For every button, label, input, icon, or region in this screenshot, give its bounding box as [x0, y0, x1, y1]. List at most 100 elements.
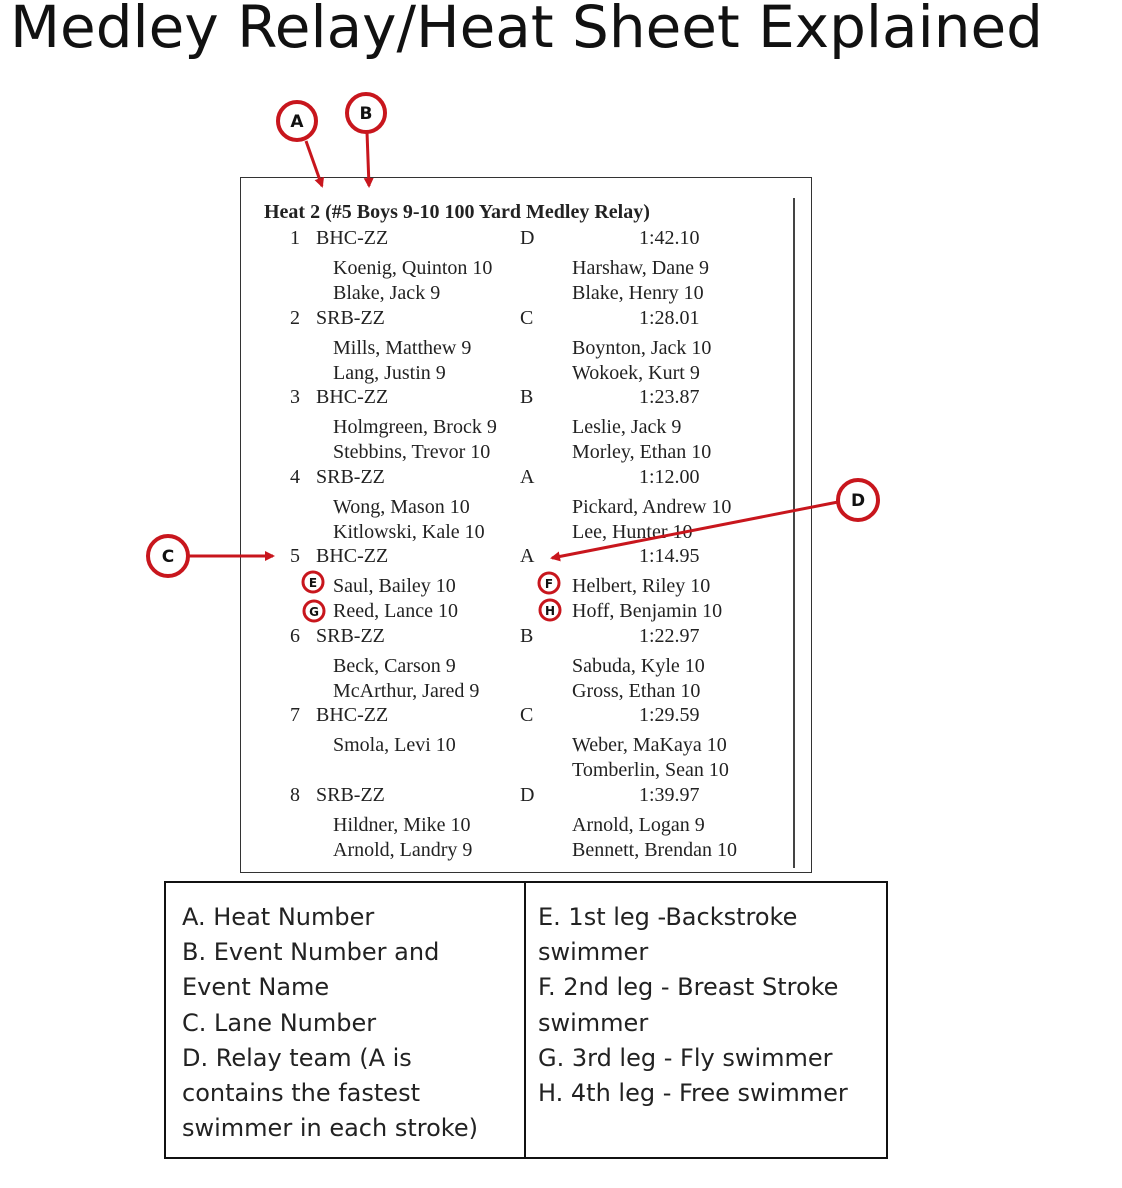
swimmer-leg-3: Reed, Lance 10	[333, 600, 458, 622]
team-name: SRB-ZZ	[316, 466, 385, 488]
swimmer-leg-1: Saul, Bailey 10	[333, 575, 456, 597]
swimmer-leg-2: Helbert, Riley 10	[572, 575, 711, 597]
team-name: BHC-ZZ	[316, 386, 389, 408]
swimmer-leg-1: Beck, Carson 9	[333, 655, 456, 677]
seed-time: 1:42.10	[639, 227, 700, 249]
legend-item: B. Event Number and	[182, 938, 440, 967]
swimmer-leg-2: Pickard, Andrew 10	[572, 496, 732, 518]
lane-number: 4	[290, 466, 300, 488]
swimmer-leg-2: Arnold, Logan 9	[572, 814, 705, 836]
relay-letter: D	[520, 784, 535, 806]
lane-number: 3	[290, 386, 300, 408]
team-name: BHC-ZZ	[316, 545, 389, 567]
callout-f: F	[545, 577, 553, 591]
callout-e: E	[309, 576, 317, 590]
swimmer-leg-4: Bennett, Brendan 10	[572, 839, 737, 861]
heat-header: Heat 2 (#5 Boys 9-10 100 Yard Medley Rel…	[264, 201, 650, 223]
relay-letter: A	[520, 545, 535, 567]
legend-right-column: E. 1st leg -Backstroke swimmer F. 2nd le…	[538, 900, 848, 1111]
relay-letter: C	[520, 307, 534, 329]
callout-a-circle	[276, 100, 318, 142]
seed-time: 1:22.97	[639, 625, 700, 647]
swimmer-leg-1: Holmgreen, Brock 9	[333, 416, 497, 438]
legend-divider	[524, 881, 526, 1159]
swimmer-leg-3: Arnold, Landry 9	[333, 839, 473, 861]
swimmer-leg-3: Lang, Justin 9	[333, 362, 446, 384]
swimmer-leg-1: Wong, Mason 10	[333, 496, 470, 518]
callout-b-circle	[345, 92, 387, 134]
swimmer-leg-3: Stebbins, Trevor 10	[333, 441, 491, 463]
callout-f-circle	[537, 571, 561, 595]
swimmer-leg-3: Blake, Jack 9	[333, 282, 441, 304]
callout-g-circle	[302, 599, 326, 623]
page-title: Medley Relay/Heat Sheet Explained	[10, 0, 1043, 61]
heat-sheet-rule	[793, 198, 795, 868]
relay-letter: D	[520, 227, 535, 249]
lane-number: 7	[290, 704, 300, 726]
callout-b: B	[360, 104, 373, 124]
callout-d: D	[851, 491, 865, 511]
seed-time: 1:12.00	[639, 466, 700, 488]
arrow-d	[550, 500, 839, 562]
arrow-a	[304, 140, 325, 188]
lane-number: 1	[290, 227, 300, 249]
legend-box	[164, 881, 888, 1159]
legend-item: E. 1st leg -Backstroke	[538, 903, 798, 931]
team-name: SRB-ZZ	[316, 307, 385, 329]
seed-time: 1:23.87	[639, 386, 700, 408]
swimmer-leg-2: Harshaw, Dane 9	[572, 257, 709, 279]
swimmer-leg-4: Gross, Ethan 10	[572, 680, 701, 702]
callout-e-circle	[301, 570, 325, 594]
legend-item: D. Relay team (A is	[182, 1043, 412, 1072]
swimmer-leg-2: Leslie, Jack 9	[572, 416, 682, 438]
arrow-b	[363, 131, 374, 188]
legend-item: swimmer	[538, 938, 649, 967]
swimmer-leg-1: Smola, Levi 10	[333, 734, 456, 756]
relay-letter: B	[520, 386, 534, 408]
legend-item: C. Lane Number	[182, 1008, 377, 1037]
swimmer-leg-3: McArthur, Jared 9	[333, 680, 480, 702]
swimmer-leg-1: Hildner, Mike 10	[333, 814, 471, 836]
seed-time: 1:14.95	[639, 545, 700, 567]
relay-letter: A	[520, 466, 535, 488]
legend-item: contains the fastest	[182, 1079, 420, 1108]
legend-item: swimmer in each stroke)	[182, 1114, 478, 1143]
swimmer-leg-3: Kitlowski, Kale 10	[333, 521, 485, 543]
team-name: BHC-ZZ	[316, 704, 389, 726]
legend-left-column: A. Heat Number B. Event Number and Event…	[182, 900, 478, 1146]
swimmer-leg-4: Blake, Henry 10	[572, 282, 704, 304]
team-name: SRB-ZZ	[316, 625, 385, 647]
swimmer-leg-2: Weber, MaKaya 10	[572, 734, 727, 756]
swimmer-leg-4: Hoff, Benjamin 10	[572, 600, 723, 622]
callout-c-circle	[146, 534, 190, 578]
swimmer-leg-4: Morley, Ethan 10	[572, 441, 712, 463]
legend-item: F. 2nd leg - Breast Stroke	[538, 973, 839, 1002]
team-name: BHC-ZZ	[316, 227, 389, 249]
swimmer-leg-3: Tomberlin, Sean 10	[572, 759, 729, 781]
legend-item: G. 3rd leg - Fly swimmer	[538, 1043, 833, 1072]
callout-d-circle	[836, 478, 880, 522]
lane-number: 6	[290, 625, 300, 647]
seed-time: 1:29.59	[639, 704, 700, 726]
legend-item: swimmer	[538, 1008, 649, 1037]
callout-h: H	[545, 604, 555, 618]
swimmer-leg-1: Mills, Matthew 9	[333, 337, 472, 359]
lane-number: 5	[290, 545, 300, 567]
callout-g: G	[309, 605, 319, 619]
callout-a: A	[290, 112, 304, 132]
legend-item: H. 4th leg - Free swimmer	[538, 1079, 848, 1108]
team-name: SRB-ZZ	[316, 784, 385, 806]
heat-sheet-panel	[240, 177, 812, 873]
legend-item: Event Name	[182, 973, 330, 1002]
seed-time: 1:28.01	[639, 307, 700, 329]
relay-letter: C	[520, 704, 534, 726]
legend-item: A. Heat Number	[182, 903, 375, 931]
lane-number: 8	[290, 784, 300, 806]
callout-c: C	[162, 547, 174, 567]
relay-letter: B	[520, 625, 534, 647]
lane-number: 2	[290, 307, 300, 329]
callout-h-circle	[538, 598, 562, 622]
swimmer-leg-2: Boynton, Jack 10	[572, 337, 712, 359]
seed-time: 1:39.97	[639, 784, 700, 806]
